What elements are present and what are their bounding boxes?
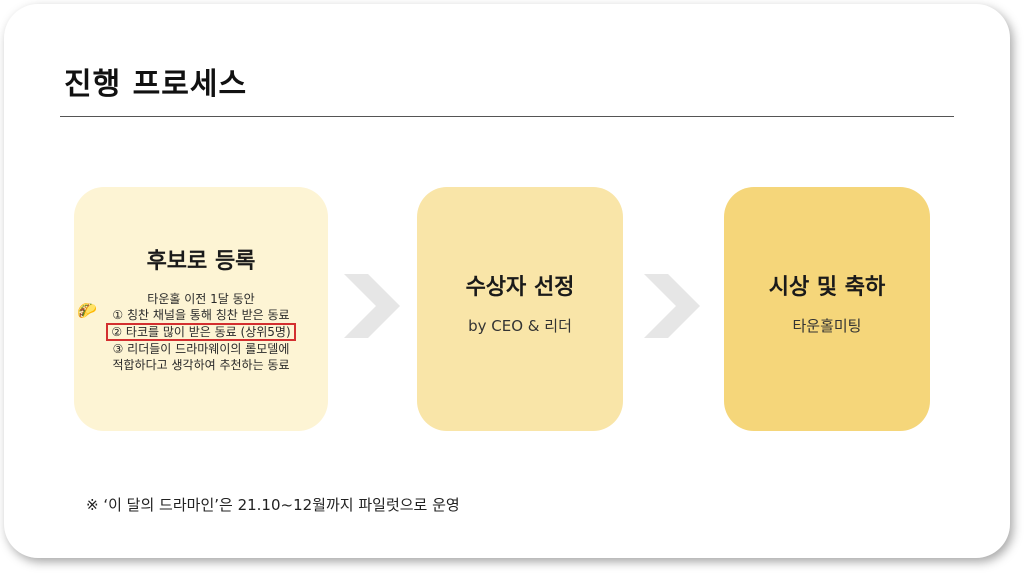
- step-card-register: 후보로 등록 🌮 타운홀 이전 1달 동안 ① 칭찬 채널을 통해 칭찬 받은 …: [74, 187, 328, 431]
- criteria-item-3: ③ 리더들이 드라마웨이의 롤모델에: [112, 342, 290, 356]
- title-divider: [60, 116, 954, 117]
- footnote: ※ ‘이 달의 드라마인’은 21.10~12월까지 파일럿으로 운영: [86, 496, 460, 514]
- step-card-selection: 수상자 선정 by CEO & 리더: [417, 187, 623, 431]
- criteria-item-2-highlighted: ② 타코를 많이 받은 동료 (상위5명): [106, 323, 296, 341]
- step-card-award: 시상 및 축하 타운홀미팅: [724, 187, 930, 431]
- criteria-item-3-cont: 적합하다고 생각하여 추천하는 동료: [112, 358, 290, 372]
- slide-frame: 진행 프로세스 후보로 등록 🌮 타운홀 이전 1달 동안 ① 칭찬 채널을 통…: [4, 4, 1010, 558]
- step-subtitle-selection: by CEO & 리더: [468, 317, 572, 335]
- step-title-award: 시상 및 축하: [768, 275, 886, 300]
- criteria-item-1: ① 칭찬 채널을 통해 칭찬 받은 동료: [112, 308, 290, 322]
- taco-icon: 🌮: [77, 301, 97, 320]
- criteria-period: 타운홀 이전 1달 동안: [147, 292, 255, 306]
- chevron-right-icon: [644, 274, 700, 338]
- step-title-selection: 수상자 선정: [465, 275, 575, 300]
- chevron-right-icon: [344, 274, 400, 338]
- page-title: 진행 프로세스: [64, 67, 248, 102]
- step-subtitle-award: 타운홀미팅: [792, 317, 862, 335]
- step-criteria-list: 타운홀 이전 1달 동안 ① 칭찬 채널을 통해 칭찬 받은 동료 ② 타코를 …: [74, 291, 328, 373]
- step-title-register: 후보로 등록: [146, 249, 256, 274]
